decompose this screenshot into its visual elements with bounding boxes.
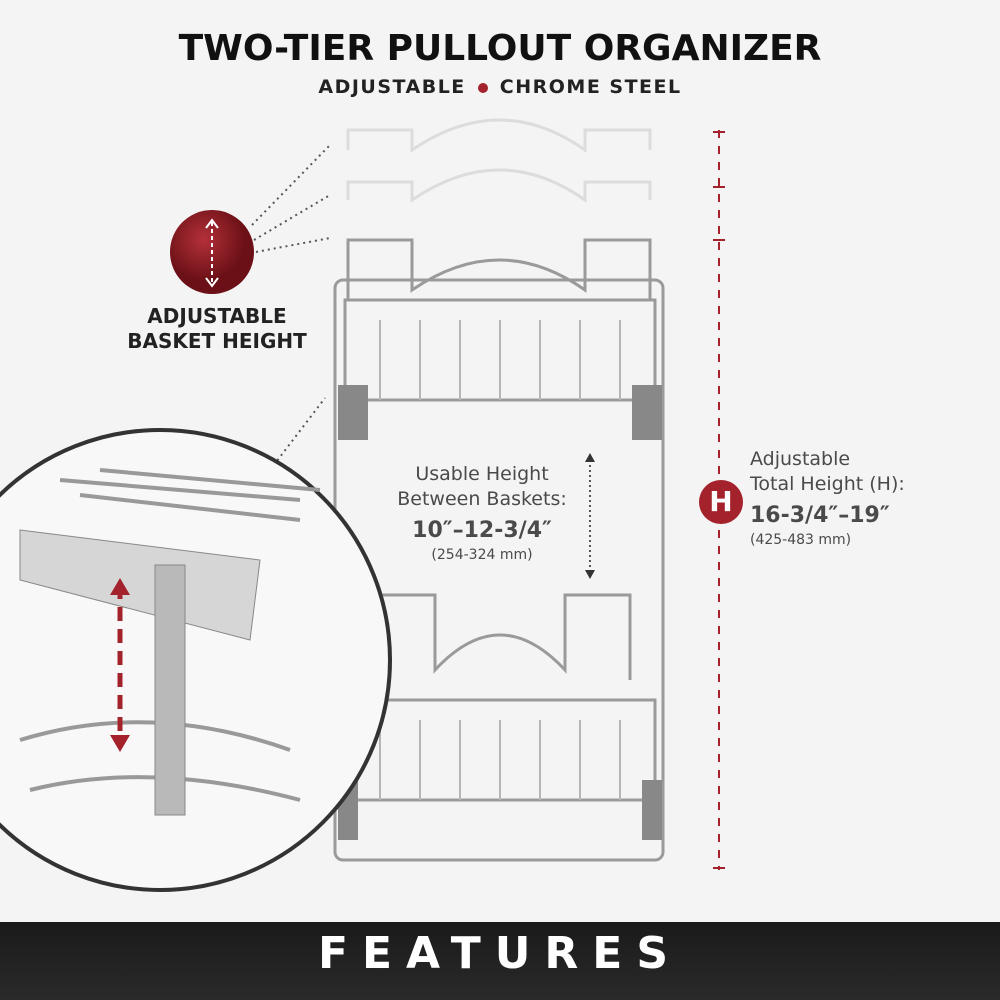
- total-height-callout: Adjustable Total Height (H): 16-3/4″–19″…: [750, 447, 990, 553]
- usable-value: 10″–12-3/4″: [412, 518, 552, 543]
- usable-line1: Usable Height: [415, 463, 549, 485]
- subtitle-chrome-steel: CHROME STEEL: [499, 76, 682, 98]
- adj-line2: BASKET HEIGHT: [127, 329, 307, 353]
- total-value: 16-3/4″–19″: [750, 503, 890, 528]
- bullet-dot-icon: [477, 82, 488, 93]
- detail-zoom-circle: [0, 428, 392, 892]
- subtitle: ADJUSTABLE CHROME STEEL: [0, 76, 1000, 98]
- subtitle-adjustable: ADJUSTABLE: [318, 76, 466, 98]
- usable-height-callout: Usable Height Between Baskets: 10″–12-3/…: [384, 462, 580, 568]
- usable-metric: (254-324 mm): [431, 547, 533, 563]
- page-title: TWO-TIER PULLOUT ORGANIZER: [178, 28, 822, 69]
- usable-line2: Between Baskets:: [397, 488, 567, 510]
- total-line2: Total Height (H):: [750, 473, 905, 495]
- total-metric: (425-483 mm): [750, 532, 852, 548]
- total-line1: Adjustable: [750, 448, 851, 470]
- features-banner: FEATURES: [0, 922, 1000, 1000]
- adj-line1: ADJUSTABLE: [147, 304, 287, 328]
- h-badge-icon: H: [699, 480, 743, 524]
